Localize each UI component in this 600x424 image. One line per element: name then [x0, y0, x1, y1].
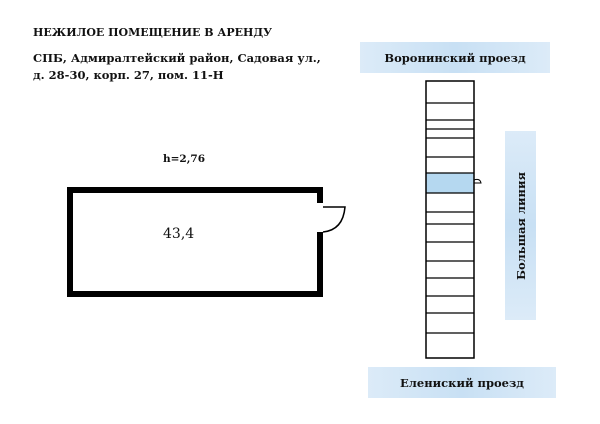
road-right-label: Большая линия [513, 171, 528, 280]
unit-door [473, 178, 482, 184]
ceiling-height: h=2,76 [163, 153, 206, 165]
road-bottom: Елениский проезд [368, 367, 556, 398]
road-top: Воронинский проезд [360, 42, 550, 73]
address-line-1: СПБ, Адмиралтейский район, Садовая ул., [33, 51, 321, 65]
highlighted-unit [426, 173, 474, 193]
page-title: НЕЖИЛОЕ ПОМЕЩЕНИЕ В АРЕНДУ [33, 26, 273, 39]
room-walls [67, 187, 323, 297]
road-right: Большая линия [505, 131, 536, 320]
door-swing [322, 206, 346, 233]
building-column [425, 80, 482, 359]
address-line-2: д. 28-30, корп. 27, пом. 11-Н [33, 68, 224, 82]
room-area: 43,4 [163, 226, 195, 242]
